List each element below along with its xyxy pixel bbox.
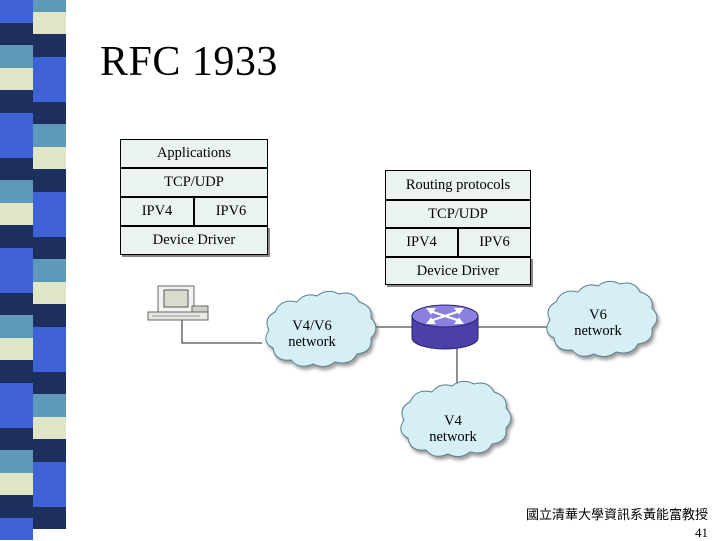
stripe-block (0, 472, 33, 495)
stripe-block (33, 101, 66, 124)
stripe-block (33, 484, 66, 507)
right-ipv4-label: IPV4 (406, 234, 437, 250)
stripe-block (33, 416, 66, 439)
stripe-block (0, 450, 33, 473)
stripe-block (0, 90, 33, 113)
connection-lines (181, 318, 550, 395)
stripe-block (0, 517, 33, 540)
v4v6-network-label-line2: network (288, 334, 336, 350)
stripe-block (33, 394, 66, 417)
stripe-block (33, 506, 66, 529)
stripe-block (33, 56, 66, 79)
stripe-block (33, 281, 66, 304)
left-ipv6-label: IPV6 (215, 203, 247, 219)
v6-network-label-line1: V6 (589, 307, 607, 323)
left-applications-label: Applications (156, 145, 232, 161)
stripe-block (0, 67, 33, 90)
v4-network-label-line2: network (429, 429, 477, 445)
stripe-block (33, 236, 66, 259)
page-number: 41 (695, 525, 708, 540)
slide-title: RFC 1933 (100, 39, 278, 85)
left-ipv4-layer: IPV4 (120, 197, 194, 226)
stripe-block (0, 45, 33, 68)
left-ipv6-layer: IPV6 (194, 197, 268, 226)
right-ipv4-layer: IPV4 (385, 228, 458, 257)
footer-author: 國立清華大學資訊系黃能富教授 (525, 508, 708, 523)
left-tcp-udp-layer: TCP/UDP (120, 168, 268, 197)
right-routing-protocols-label: Routing protocols (405, 176, 511, 193)
stripe-block (33, 79, 66, 102)
stripe-block (0, 360, 33, 383)
v6-network-label: V6 network (558, 307, 638, 339)
right-device-driver-label: Device Driver (416, 262, 500, 279)
stripe-block (33, 371, 66, 394)
stripe-block (0, 405, 33, 428)
right-ipv6-layer: IPV6 (458, 228, 531, 257)
stripe-block (33, 304, 66, 327)
v4v6-network-cloud (265, 290, 377, 368)
stripe-block (0, 270, 33, 293)
v4v6-network-label-line1: V4/V6 (292, 318, 332, 334)
right-tcp-udp-label: TCP/UDP (428, 205, 488, 222)
stripe-block (0, 180, 33, 203)
pc-to-v4v6-link (181, 318, 262, 344)
stripe-block (33, 11, 66, 34)
right-device-driver-layer: Device Driver (385, 257, 531, 285)
left-ipv4-label: IPV4 (141, 203, 173, 219)
stripe-block (33, 191, 66, 214)
stripe-block (0, 22, 33, 45)
v4-network-label: V4 network (413, 413, 493, 445)
right-tcp-udp-layer: TCP/UDP (385, 200, 531, 228)
stripe-block (0, 225, 33, 248)
decorative-side-stripe (0, 0, 66, 540)
left-device-driver-layer: Device Driver (120, 226, 268, 255)
stripe-block (0, 382, 33, 405)
stripe-block (33, 326, 66, 349)
stripe-block (33, 146, 66, 169)
stripe-block (0, 157, 33, 180)
v6-network-label-line2: network (574, 323, 622, 339)
v4-network-cloud (400, 380, 512, 458)
v6-network-cloud (546, 280, 658, 358)
left-applications-layer: Applications (120, 139, 268, 168)
stripe-block (33, 214, 66, 237)
stripe-block (0, 202, 33, 225)
stripe-block (0, 495, 33, 518)
stripe-block (33, 349, 66, 372)
stripe-block (0, 135, 33, 158)
v4-network-label-line1: V4 (444, 413, 462, 429)
right-ipv6-label: IPV6 (479, 234, 510, 250)
router-icon (411, 304, 479, 350)
right-routing-protocols-layer: Routing protocols (385, 170, 531, 200)
stripe-block (33, 124, 66, 147)
stripe-block (0, 315, 33, 338)
stripe-block (33, 169, 66, 192)
stripe-block (0, 112, 33, 135)
stripe-block (0, 337, 33, 360)
stripe-block (0, 247, 33, 270)
stripe-block (0, 0, 33, 23)
left-device-driver-label: Device Driver (152, 232, 236, 248)
stripe-block (33, 461, 66, 484)
footer: 國立清華大學資訊系黃能富教授 41 (526, 507, 708, 541)
stripe-block (33, 439, 66, 462)
left-tcp-udp-label: TCP/UDP (164, 174, 224, 190)
v4v6-network-label: V4/V6 network (272, 318, 352, 350)
stripe-block (33, 0, 66, 12)
stripe-block (33, 34, 66, 57)
stripe-block (0, 427, 33, 450)
stripe-block (33, 259, 66, 282)
computer-icon (147, 285, 209, 321)
stripe-block (0, 292, 33, 315)
